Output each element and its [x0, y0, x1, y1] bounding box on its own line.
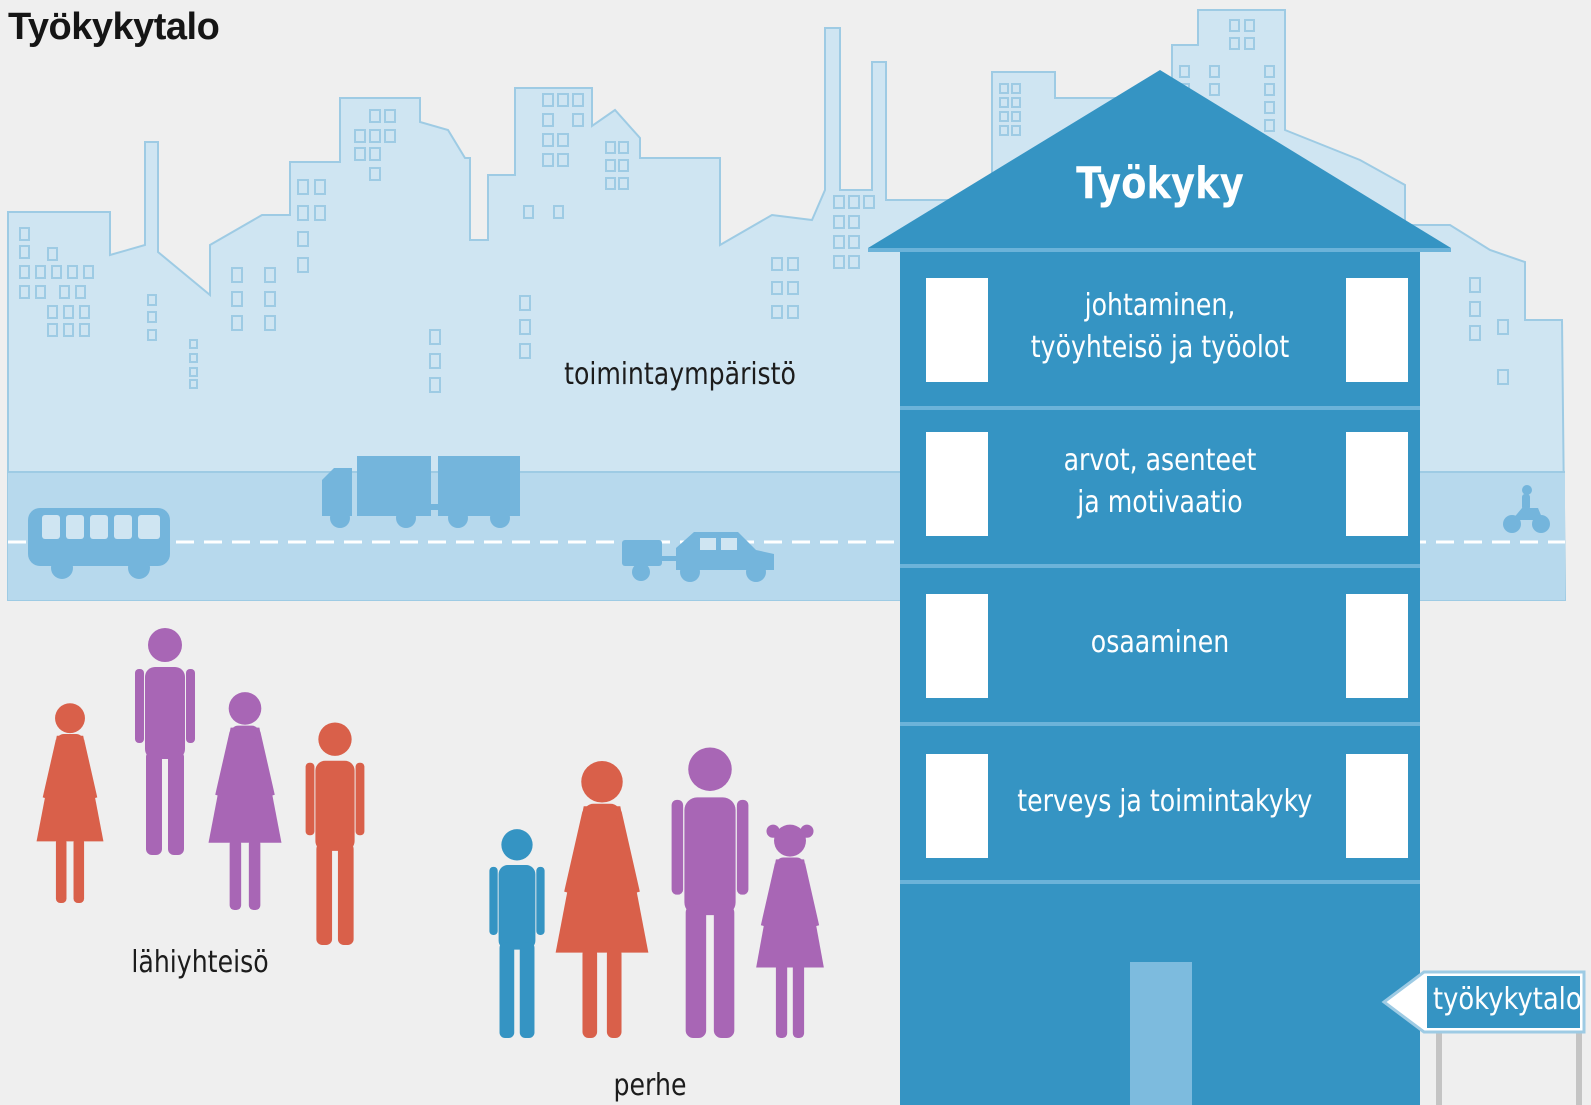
- page-title: Työkykytalo: [8, 6, 220, 48]
- bus-icon: [28, 508, 170, 579]
- floor-label-line: osaaminen: [1090, 625, 1230, 660]
- person-icon: [305, 722, 365, 945]
- floor-label-health: terveys ja toimintakyky: [1017, 781, 1313, 823]
- person-icon: [135, 628, 195, 855]
- floor-label-line: johtaminen,: [1084, 288, 1236, 323]
- motorcycle-icon: [1503, 485, 1550, 533]
- house-roof: [868, 70, 1451, 248]
- floor-label-line: arvot, asenteet: [1063, 443, 1257, 478]
- floor-label-line: ja motivaatio: [1077, 485, 1243, 520]
- house-roof-label: Työkyky: [1076, 158, 1244, 209]
- person-icon: [489, 829, 545, 1038]
- family-group: [489, 747, 824, 1038]
- signpost-icon: [1381, 970, 1586, 1105]
- floor-label-line: terveys ja toimintakyky: [1017, 784, 1313, 819]
- community-label: lähiyhteisö: [131, 945, 269, 980]
- house-windows: [926, 278, 1408, 858]
- signpost-label: työkykytalo: [1433, 982, 1582, 1017]
- environment-label: toimintaympäristö: [564, 357, 796, 392]
- floor-label-leadership: johtaminen, työyhteisö ja työolot: [1017, 285, 1303, 369]
- person-icon: [671, 747, 749, 1038]
- person-icon: [555, 761, 649, 1038]
- floor-label-values: arvot, asenteet ja motivaatio: [1017, 440, 1303, 524]
- floor-label-line: työyhteisö ja työolot: [1030, 330, 1290, 365]
- truck-icon: [322, 456, 520, 528]
- person-icon: [36, 703, 104, 903]
- person-icon: [208, 692, 282, 910]
- family-label: perhe: [613, 1068, 687, 1103]
- person-icon: [756, 824, 824, 1038]
- car-with-trailer-icon: [622, 532, 774, 582]
- house-door: [1130, 962, 1192, 1105]
- community-group: [36, 628, 365, 945]
- work-ability-house: [868, 70, 1451, 1105]
- floor-label-competence: osaaminen: [1017, 622, 1303, 664]
- building-windows: [19, 19, 1509, 393]
